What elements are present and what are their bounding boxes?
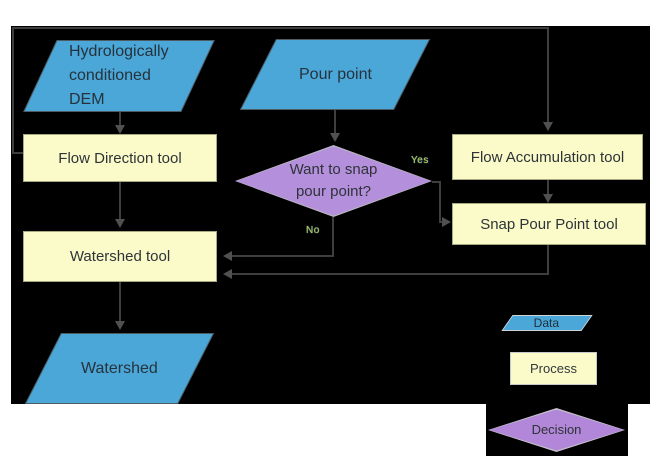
- legend-label: Process: [530, 361, 577, 376]
- edge-label-no: No: [306, 225, 320, 236]
- node-flow-accumulation-tool: Flow Accumulation tool: [452, 134, 643, 180]
- diamond-fill: Decision: [489, 409, 624, 451]
- legend-label: Data: [534, 315, 560, 330]
- edge-label-yes: Yes: [411, 155, 429, 166]
- node-label: Flow Direction tool: [58, 149, 182, 167]
- node-label: Pour point: [298, 66, 372, 83]
- node-label: Watershed: [81, 360, 158, 377]
- node-label: Hydrologically conditioned DEM: [69, 43, 169, 108]
- node-flow-direction-tool: Flow Direction tool: [23, 134, 217, 182]
- node-hydrologically-conditioned-dem: Hydrologically conditioned DEM: [23, 40, 215, 112]
- legend-process-shape: Process: [510, 352, 597, 385]
- node-decision-want-to-snap: Want to snap pour point?: [235, 145, 432, 217]
- legend-decision-shape: Decision: [488, 408, 625, 452]
- node-label: Snap Pour Point tool: [480, 215, 618, 233]
- node-label: Flow Accumulation tool: [470, 148, 625, 166]
- node-watershed-tool: Watershed tool: [23, 231, 217, 282]
- legend-data-shape: Data: [501, 315, 593, 331]
- diamond-fill: Want to snap pour point?: [236, 146, 431, 216]
- node-snap-pour-point-tool: Snap Pour Point tool: [452, 203, 646, 245]
- legend-label: Decision: [531, 422, 582, 437]
- node-label: Want to snap pour point?: [289, 161, 378, 200]
- node-label: Watershed tool: [69, 248, 171, 265]
